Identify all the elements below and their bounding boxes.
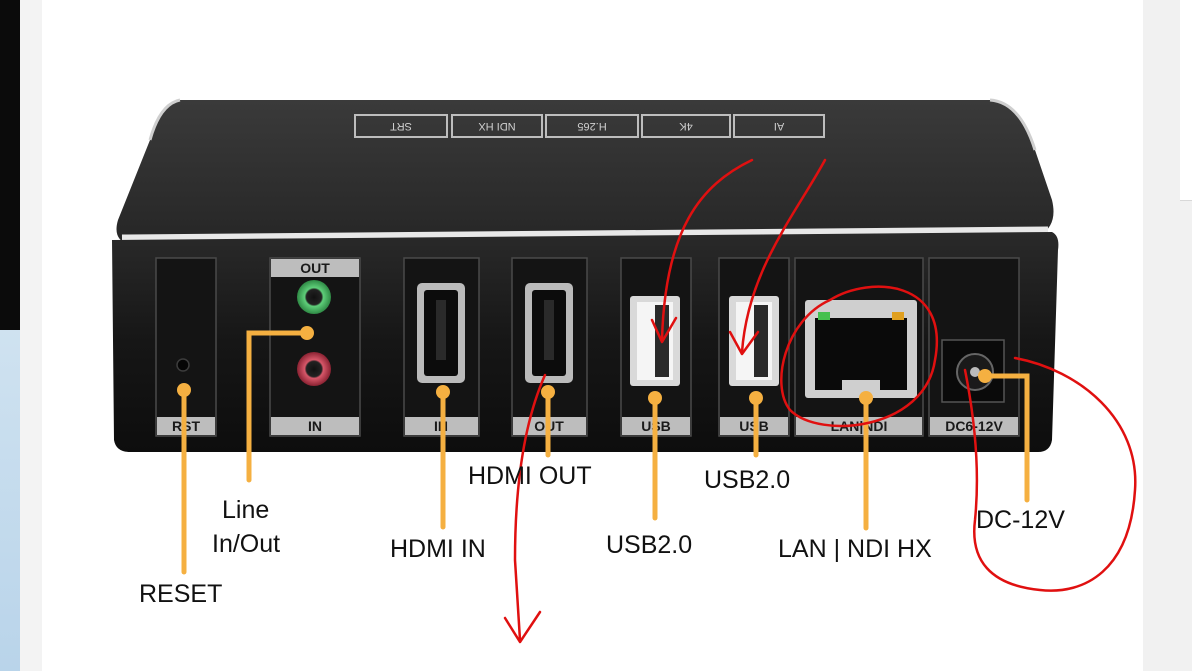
audio-in-jack	[297, 352, 331, 386]
label-line-1: Line	[222, 496, 270, 524]
left-dark-edge	[0, 0, 20, 330]
right-side-card	[1180, 0, 1192, 201]
usb1-port	[630, 296, 680, 386]
top-badges: SRT NDI HX H.265 4K AI	[354, 114, 825, 138]
device-bevel	[121, 226, 1049, 242]
label-lan: LAN | NDI HX	[778, 535, 932, 563]
label-dc: DC-12V	[976, 506, 1065, 534]
badge-srt: SRT	[390, 120, 412, 132]
label-line-2: In/Out	[212, 530, 281, 558]
label-usb-a: USB2.0	[606, 531, 693, 559]
badge-4k: 4K	[679, 120, 693, 132]
label-hdmi-out: HDMI OUT	[468, 462, 592, 490]
reset-hole	[176, 358, 190, 372]
left-margin	[20, 0, 42, 671]
left-blue-edge	[0, 330, 20, 671]
red-annotations	[503, 158, 1137, 644]
hdmi-out-port	[525, 283, 573, 383]
audio-out-jack	[297, 280, 331, 314]
callout-dots	[177, 326, 992, 405]
badge-h265: H.265	[577, 120, 606, 132]
label-usb-b: USB2.0	[704, 466, 791, 494]
callout-lines	[181, 330, 1030, 575]
label-hdmi-in: HDMI IN	[390, 535, 486, 563]
usb2-port	[729, 296, 779, 386]
hdmi-in-port	[417, 283, 465, 383]
badge-ndi: NDI HX	[478, 120, 516, 132]
panel-in: IN	[308, 418, 322, 434]
panel-out: OUT	[300, 260, 330, 276]
dc-jack	[941, 339, 1005, 403]
lan-port	[805, 300, 917, 398]
badge-ai: AI	[774, 120, 784, 132]
label-reset: RESET	[139, 580, 223, 608]
